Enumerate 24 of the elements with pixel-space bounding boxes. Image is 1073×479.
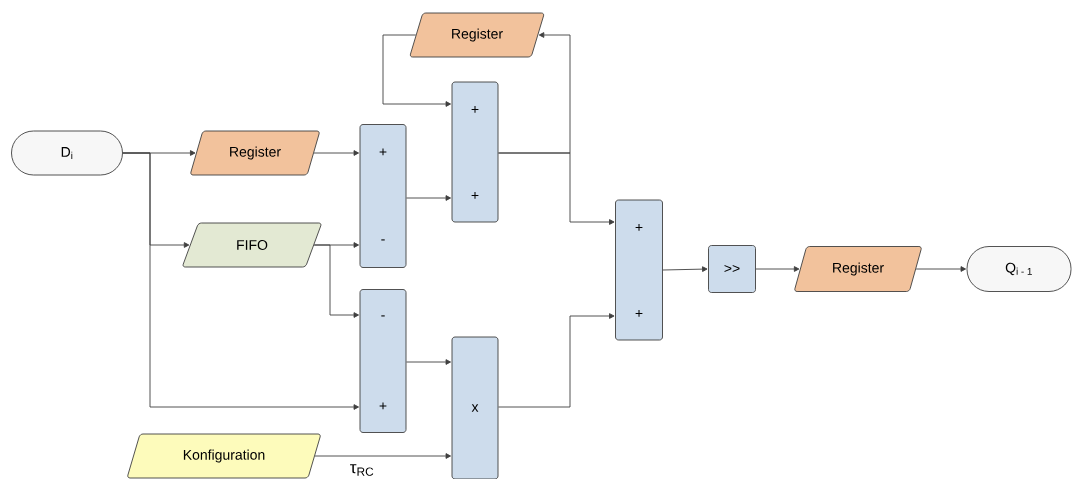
edge-label: τ$_{RC}$ bbox=[348, 463, 376, 477]
register-box: Register bbox=[409, 12, 545, 58]
arrow bbox=[662, 266, 708, 272]
register-box: Register bbox=[190, 130, 320, 176]
arrow bbox=[755, 266, 800, 272]
register-box: Register bbox=[794, 246, 922, 292]
operator-block: + + bbox=[615, 199, 663, 341]
input-box: Konfiguration bbox=[127, 433, 321, 479]
arrow bbox=[382, 34, 451, 107]
operator-block: >> bbox=[708, 245, 756, 293]
arrow bbox=[498, 313, 615, 408]
arrow bbox=[122, 152, 359, 410]
arrow bbox=[313, 244, 359, 318]
arrow bbox=[314, 453, 451, 459]
operator-block: + - bbox=[359, 124, 407, 268]
arrow bbox=[406, 359, 451, 365]
arrow bbox=[406, 195, 451, 201]
operator-block: x bbox=[451, 336, 499, 479]
fifo-box: FIFO bbox=[182, 222, 322, 268]
arrow bbox=[498, 152, 615, 225]
arrow bbox=[313, 150, 359, 156]
arrow bbox=[915, 266, 966, 272]
operator-block: + + bbox=[451, 81, 499, 223]
operator-block: - + bbox=[359, 289, 407, 433]
